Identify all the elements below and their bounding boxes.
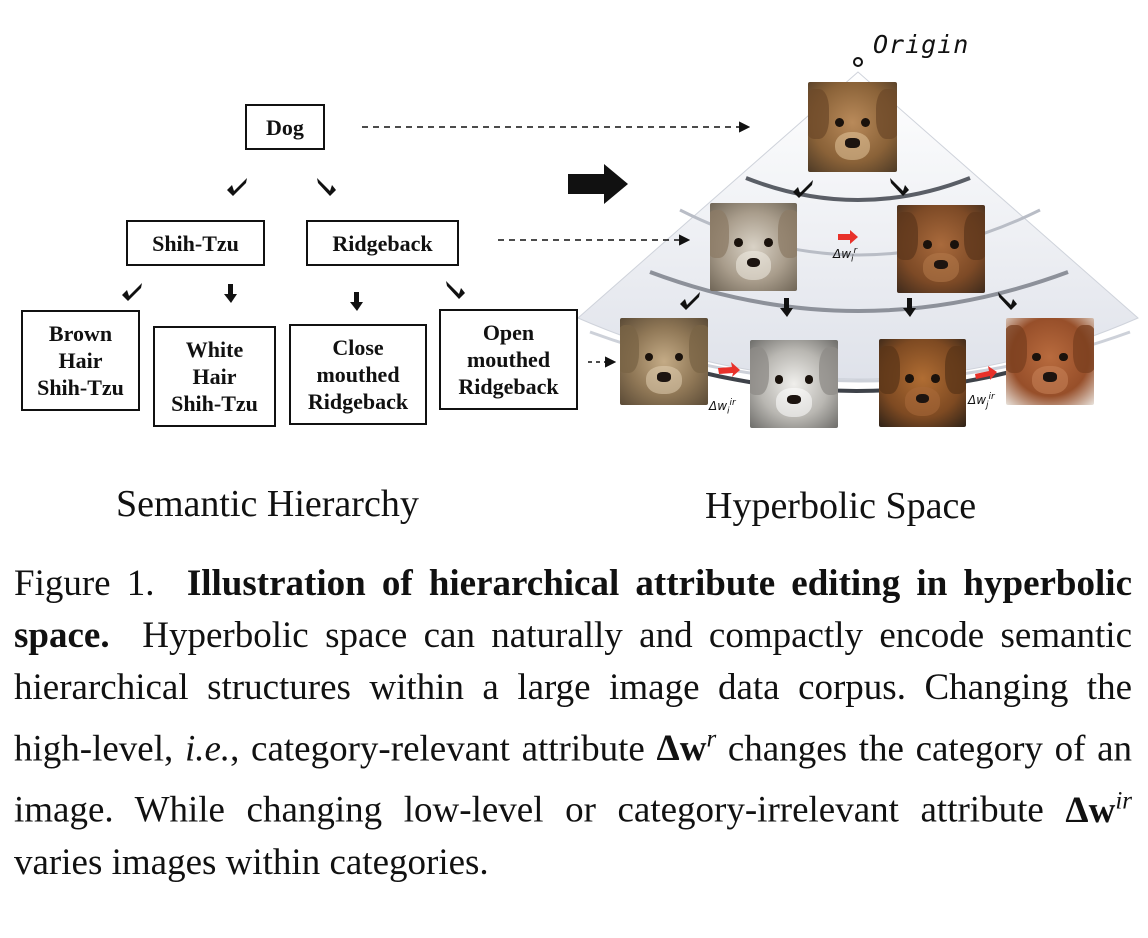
caption-text-1: Hyperbolic space can naturally and compa… xyxy=(14,615,1132,770)
image-close-mouthed-ridgeback xyxy=(879,339,966,427)
irrelevant-edit-label-2: Δwjir xyxy=(968,392,995,411)
node-ridgeback: Ridgeback xyxy=(306,220,459,266)
relevant-edit-arrow-icon xyxy=(838,230,858,244)
relevant-edit-label: Δwir xyxy=(833,246,858,265)
tree-arrows xyxy=(122,178,465,311)
section-title-hyperbolic-space: Hyperbolic Space xyxy=(705,485,977,527)
caption-title: Illustration of hierarchical attribute e… xyxy=(14,563,1132,656)
figure-caption: Figure 1. Illustration of hierarchical a… xyxy=(14,558,1132,889)
caption-label: Figure 1. xyxy=(14,563,155,604)
image-shih-tzu xyxy=(710,203,797,291)
irrelevant-edit-arrow-2-icon xyxy=(975,366,997,380)
edit-arrows xyxy=(718,230,997,380)
big-right-arrow-icon xyxy=(568,164,628,204)
origin-label: Origin xyxy=(873,30,970,59)
irrelevant-edit-label-1: Δwiir xyxy=(709,398,736,417)
caption-text-3: changes the category of an image. While … xyxy=(14,728,1133,831)
space-arrows xyxy=(680,178,1017,317)
node-shih-tzu: Shih-Tzu xyxy=(126,220,265,266)
caption-text-2: , category-relevant attribute xyxy=(230,728,645,770)
origin-point xyxy=(853,57,863,67)
figure: Dog Shih-Tzu Ridgeback Brown Hair Shih-T… xyxy=(21,30,1139,527)
level-arc-3 xyxy=(649,270,1069,313)
section-title-semantic-hierarchy: Semantic Hierarchy xyxy=(116,483,419,525)
node-open-mouthed-ridgeback: Open mouthed Ridgeback xyxy=(439,309,578,410)
irrelevant-edit-arrow-1-icon xyxy=(718,362,740,377)
node-close-mouthed-ridgeback: Close mouthed Ridgeback xyxy=(289,324,427,425)
math-delta-w-r: Δwr xyxy=(656,726,717,770)
math-delta-w-ir: Δwir xyxy=(1065,787,1132,831)
image-white-hair-shih-tzu xyxy=(750,340,838,428)
node-dog: Dog xyxy=(245,104,325,150)
caption-ie: i.e. xyxy=(184,728,231,770)
image-dog-root xyxy=(808,82,897,172)
image-brown-hair-shih-tzu xyxy=(620,318,708,405)
node-brown-hair-shih-tzu: Brown Hair Shih-Tzu xyxy=(21,310,140,411)
level-arc-5 xyxy=(699,370,1011,393)
level-arc-1 xyxy=(745,176,971,202)
node-white-hair-shih-tzu: White Hair Shih-Tzu xyxy=(153,326,276,427)
caption-text-4: varies images within categories. xyxy=(14,841,489,883)
image-ridgeback xyxy=(897,205,985,293)
image-open-mouthed-ridgeback xyxy=(1006,318,1094,405)
